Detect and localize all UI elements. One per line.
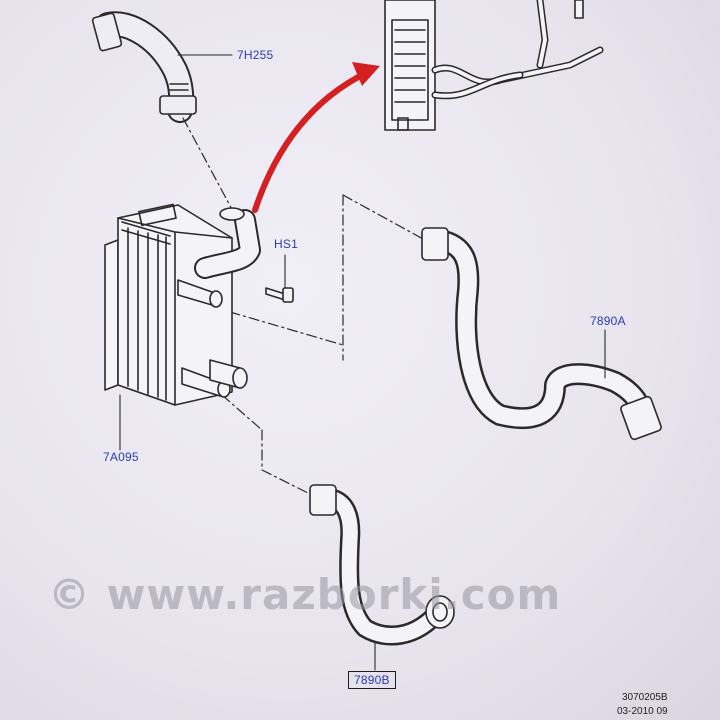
bolt-hs1 — [265, 287, 294, 303]
callout-7890b: 7890B — [348, 671, 396, 689]
oil-cooler-7a095 — [104, 203, 261, 406]
illustration-number: 3070205B — [622, 692, 668, 703]
date-code: 03-2010 09 — [617, 706, 668, 717]
radiator-inset — [384, 0, 604, 131]
upper-hose-7h255 — [91, 11, 197, 123]
lower-hose-7890b — [309, 484, 455, 646]
red-arrow — [252, 62, 380, 213]
callout-7h255: 7H255 — [237, 48, 274, 62]
right-hose-7890a — [421, 227, 662, 441]
watermark: © www.razborki.com — [48, 570, 562, 619]
leader-lines — [182, 117, 426, 499]
callout-hs1: HS1 — [274, 237, 298, 251]
callout-7a095: 7A095 — [103, 450, 139, 464]
callout-7890a: 7890A — [590, 314, 626, 328]
callout-leaders — [119, 54, 606, 671]
